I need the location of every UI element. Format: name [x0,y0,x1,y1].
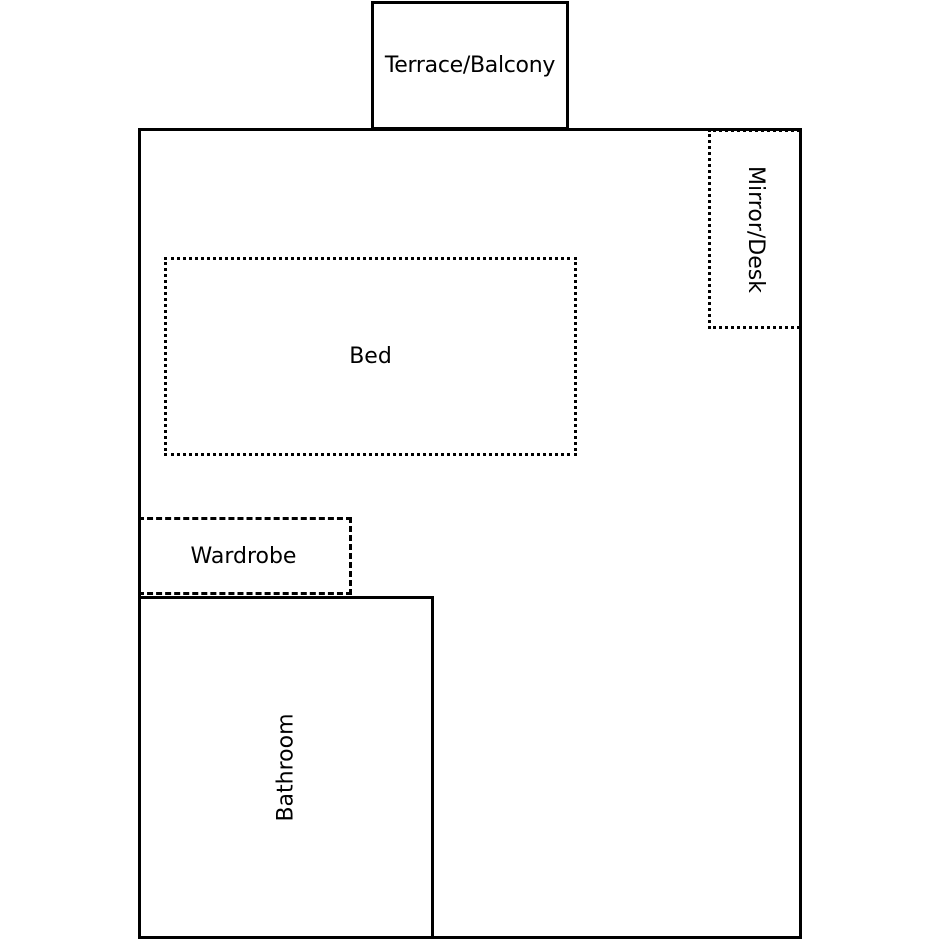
bathroom-label: Bathroom [273,713,299,822]
bed-label: Bed [349,344,392,369]
mirror-desk-label: Mirror/Desk [743,165,769,293]
bed: Bed [164,257,577,456]
wardrobe: Wardrobe [138,517,352,595]
terrace-balcony: Terrace/Balcony [371,1,569,130]
mirror-desk: Mirror/Desk [708,129,800,329]
wardrobe-label: Wardrobe [190,543,297,569]
terrace-label: Terrace/Balcony [384,53,556,78]
bathroom: Bathroom [138,596,434,939]
